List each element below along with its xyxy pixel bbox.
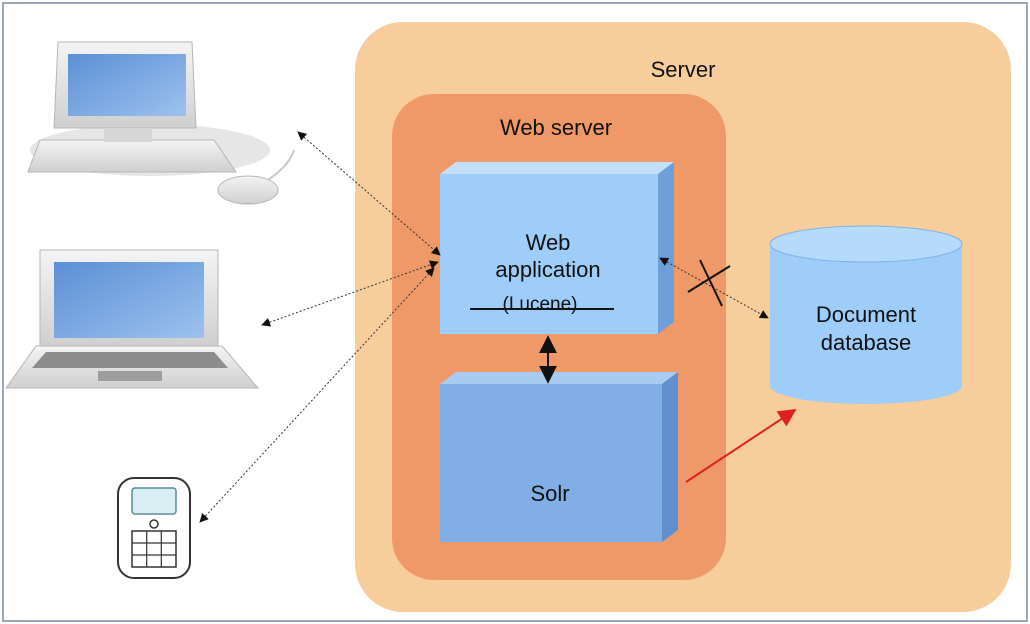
document-database-label-line2: database <box>821 330 912 355</box>
document-database-label-line1: Document <box>816 302 916 327</box>
web-server-label: Web server <box>500 115 612 140</box>
web-application-box <box>440 162 674 334</box>
solr-label: Solr <box>530 481 569 506</box>
solr-database-arrow <box>685 409 797 483</box>
phone-webapp-arrow <box>199 267 435 523</box>
laptop-icon <box>5 249 260 389</box>
mobile-phone-icon <box>117 477 191 579</box>
desktop-webapp-arrow <box>297 131 441 256</box>
solr-box <box>440 372 678 542</box>
blocked-connection-cross-icon <box>687 259 731 307</box>
document-database-cylinder <box>769 225 963 404</box>
lucene-struck-label: (Lucene) <box>503 294 578 315</box>
server-label: Server <box>651 57 716 82</box>
desktop-computer-icon <box>27 41 295 205</box>
web-application-label-line1: Web <box>526 230 571 255</box>
web-application-label-line2: application <box>495 257 600 282</box>
